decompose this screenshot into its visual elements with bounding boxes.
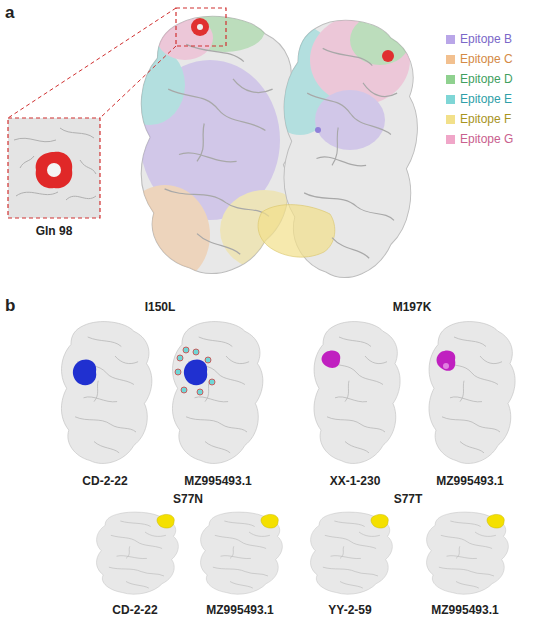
- structure-label: S77N: [173, 492, 203, 506]
- structure-label: Gln 98: [36, 224, 73, 238]
- legend-text: Epitope B: [460, 32, 512, 46]
- legend-text: Epitope C: [460, 52, 513, 66]
- legend-text: Epitope G: [460, 132, 513, 146]
- zoom-line: [8, 8, 176, 118]
- structure-label: MZ995493.1: [431, 603, 498, 617]
- legend-text: Epitope D: [460, 72, 513, 86]
- legend-swatch: [446, 135, 455, 144]
- structure-label: YY-2-59: [328, 603, 371, 617]
- legend-swatch: [446, 55, 455, 64]
- structure-label: MZ995493.1: [206, 603, 273, 617]
- legend-swatch: [446, 115, 455, 124]
- legend-text: Epitope F: [460, 112, 511, 126]
- structure-label: CD-2-22: [82, 474, 127, 488]
- structure-label: S77T: [394, 492, 423, 506]
- mutation-site: [157, 514, 504, 528]
- protein-surface: [97, 512, 509, 594]
- structure-label: XX-1-230: [330, 474, 381, 488]
- protein-surface: [258, 15, 417, 277]
- zoom-line: [100, 46, 176, 118]
- legend-swatch: [446, 35, 455, 44]
- structure-label: MZ995493.1: [184, 474, 251, 488]
- surface-groove: [75, 337, 502, 453]
- panel-letter: b: [5, 296, 15, 315]
- zoom-inset: [8, 118, 100, 218]
- legend-swatch: [446, 95, 455, 104]
- zoom-box: [176, 8, 226, 46]
- surface-groove: [109, 521, 496, 588]
- structure-label: CD-2-22: [112, 603, 157, 617]
- panel-letter: a: [5, 3, 14, 22]
- legend-swatch: [446, 75, 455, 84]
- protein-surface: [61, 322, 515, 464]
- legend-text: Epitope E: [460, 92, 512, 106]
- structure-label: MZ995493.1: [436, 474, 503, 488]
- mutation-site: [73, 347, 455, 395]
- structure-label: M197K: [393, 300, 432, 314]
- structure-label: I150L: [145, 300, 176, 314]
